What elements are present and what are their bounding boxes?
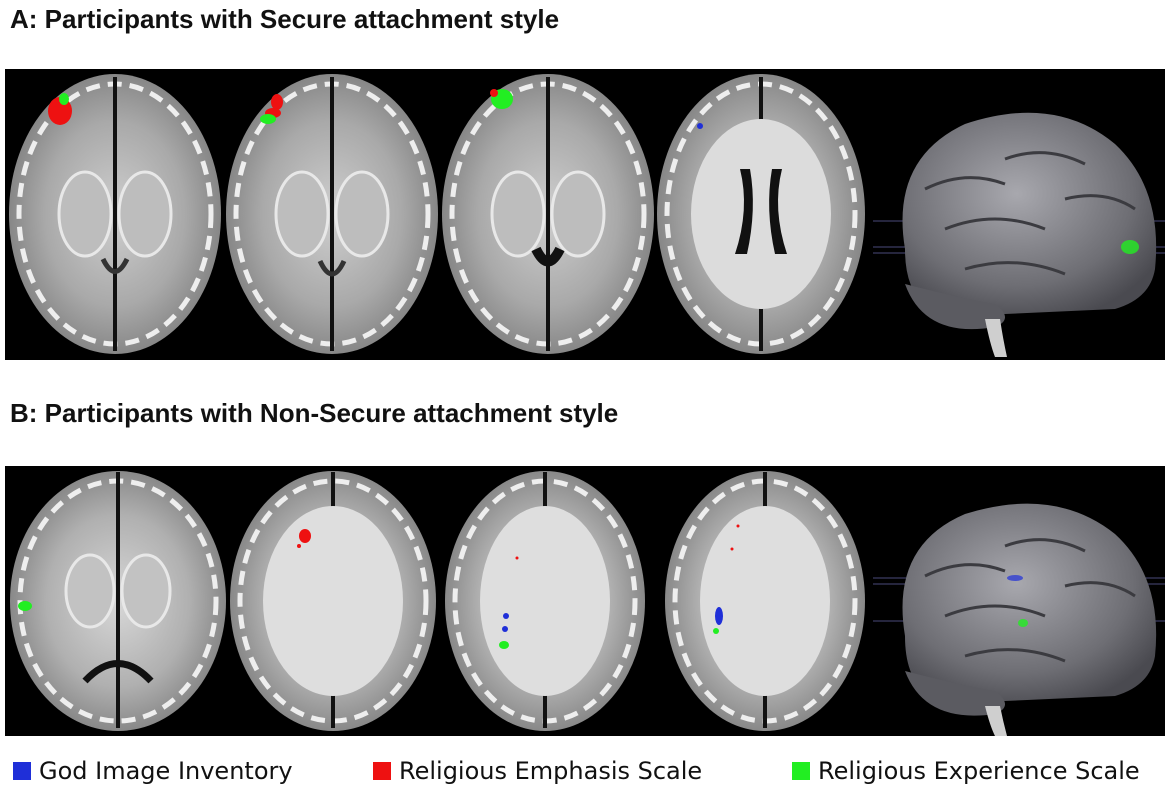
legend-swatch-red [373,762,391,780]
activation-red-b3 [515,556,519,560]
legend-item-god-image-inventory: God Image Inventory [13,757,293,785]
panel-b-brain-slices [10,471,1165,736]
axial-slice-b2 [230,471,436,731]
panel-a-brain-slices [9,74,1165,357]
axial-slice-a4 [657,74,865,354]
axial-slice-a3 [442,74,654,354]
panel-a-image [5,69,1165,360]
activation-blue-a4 [697,123,703,129]
legend-label: Religious Emphasis Scale [399,757,703,785]
activation-blue-b3 [502,613,509,632]
activation-green-3d-a [1121,240,1139,254]
panel-b-image [5,466,1165,736]
activation-red-b4 [730,524,740,551]
brain-3d-render-a [873,112,1165,357]
legend: God Image Inventory Religious Emphasis S… [0,757,1170,789]
legend-label: God Image Inventory [39,757,293,785]
panel-a-title: A: Participants with Secure attachment s… [10,4,560,34]
axial-slice-a1 [9,74,221,354]
panel-b-title: B: Participants with Non-Secure attachme… [10,398,619,428]
legend-swatch-green [792,762,810,780]
activation-green-b1 [18,601,32,611]
axial-slice-b4 [665,471,865,731]
activation-blue-b4 [715,607,723,625]
axial-slice-b3 [445,471,645,731]
legend-label: Religious Experience Scale [818,757,1140,785]
activation-green-b3 [499,641,509,649]
axial-slice-b1 [10,471,226,731]
activation-green-a1 [59,93,69,105]
activation-red-b2 [297,529,311,548]
activation-green-b4 [713,628,719,634]
axial-slice-a2 [226,74,438,354]
activation-green-a2 [260,114,276,124]
activation-blue-3d-b [1007,575,1023,581]
legend-item-religious-emphasis-scale: Religious Emphasis Scale [373,757,702,785]
activation-red-a3 [490,89,498,97]
legend-swatch-blue [13,762,31,780]
legend-item-religious-experience-scale: Religious Experience Scale [792,757,1140,785]
activation-green-3d-b [1018,619,1028,627]
brain-3d-render-b [873,503,1165,736]
